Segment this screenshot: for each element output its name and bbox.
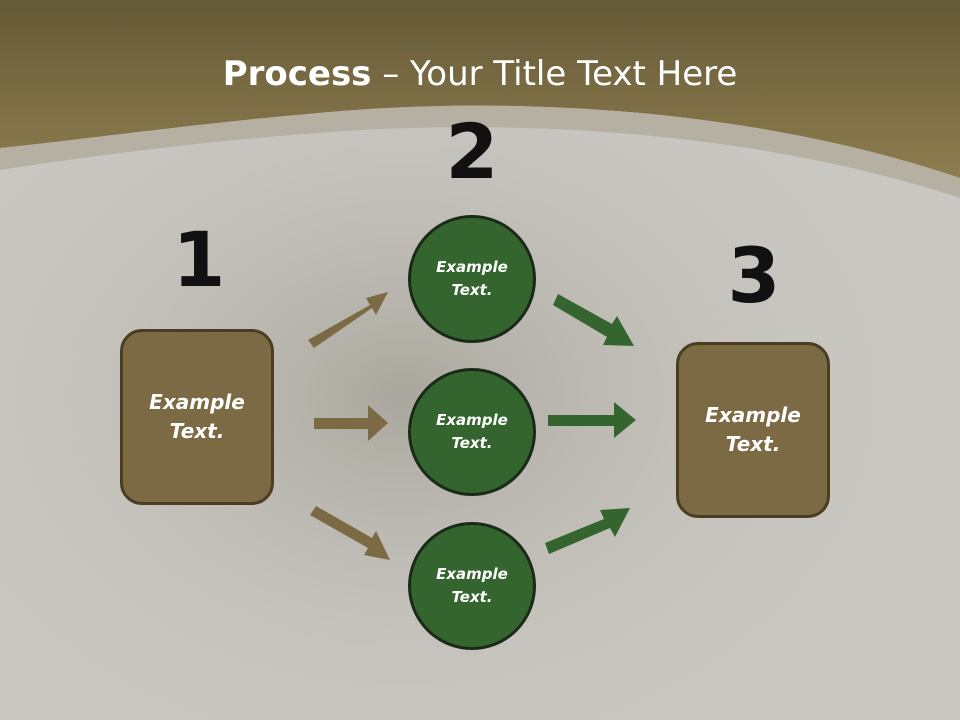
header-stripe xyxy=(0,105,960,198)
process-box-right: Example Text. xyxy=(676,342,830,518)
title-rest: – Your Title Text Here xyxy=(371,54,738,94)
process-circle-middle: Example Text. xyxy=(408,368,536,496)
header-band xyxy=(0,0,960,178)
arrow-right-icon xyxy=(548,402,636,438)
step-number-2: 2 xyxy=(445,107,499,196)
step-number-3: 3 xyxy=(727,231,781,320)
process-circle-bottom: Example Text. xyxy=(408,522,536,650)
title-bold: Process xyxy=(222,54,372,94)
arrow-right-up-icon xyxy=(308,292,388,348)
arrow-right-icon xyxy=(314,405,388,441)
circle-middle-line2: Text. xyxy=(451,434,493,452)
process-box-left: Example Text. xyxy=(120,329,274,505)
circle-top-line1: Example xyxy=(436,258,508,276)
box-right-line2: Text. xyxy=(725,432,781,456)
arrow-right-up-icon xyxy=(545,508,630,554)
arrow-right-down-icon xyxy=(553,294,634,346)
step-number-1: 1 xyxy=(172,215,226,304)
circle-bottom-line2: Text. xyxy=(451,588,493,606)
circle-top-line2: Text. xyxy=(451,281,493,299)
arrow-right-down-icon xyxy=(310,506,390,560)
circle-bottom-line1: Example xyxy=(436,565,508,583)
box-right-line1: Example xyxy=(705,403,801,427)
box-left-line2: Text. xyxy=(169,419,225,443)
process-circle-top: Example Text. xyxy=(408,215,536,343)
circle-middle-line1: Example xyxy=(436,411,508,429)
slide-title: Process – Your Title Text Here xyxy=(0,52,960,96)
box-left-line1: Example xyxy=(149,390,245,414)
